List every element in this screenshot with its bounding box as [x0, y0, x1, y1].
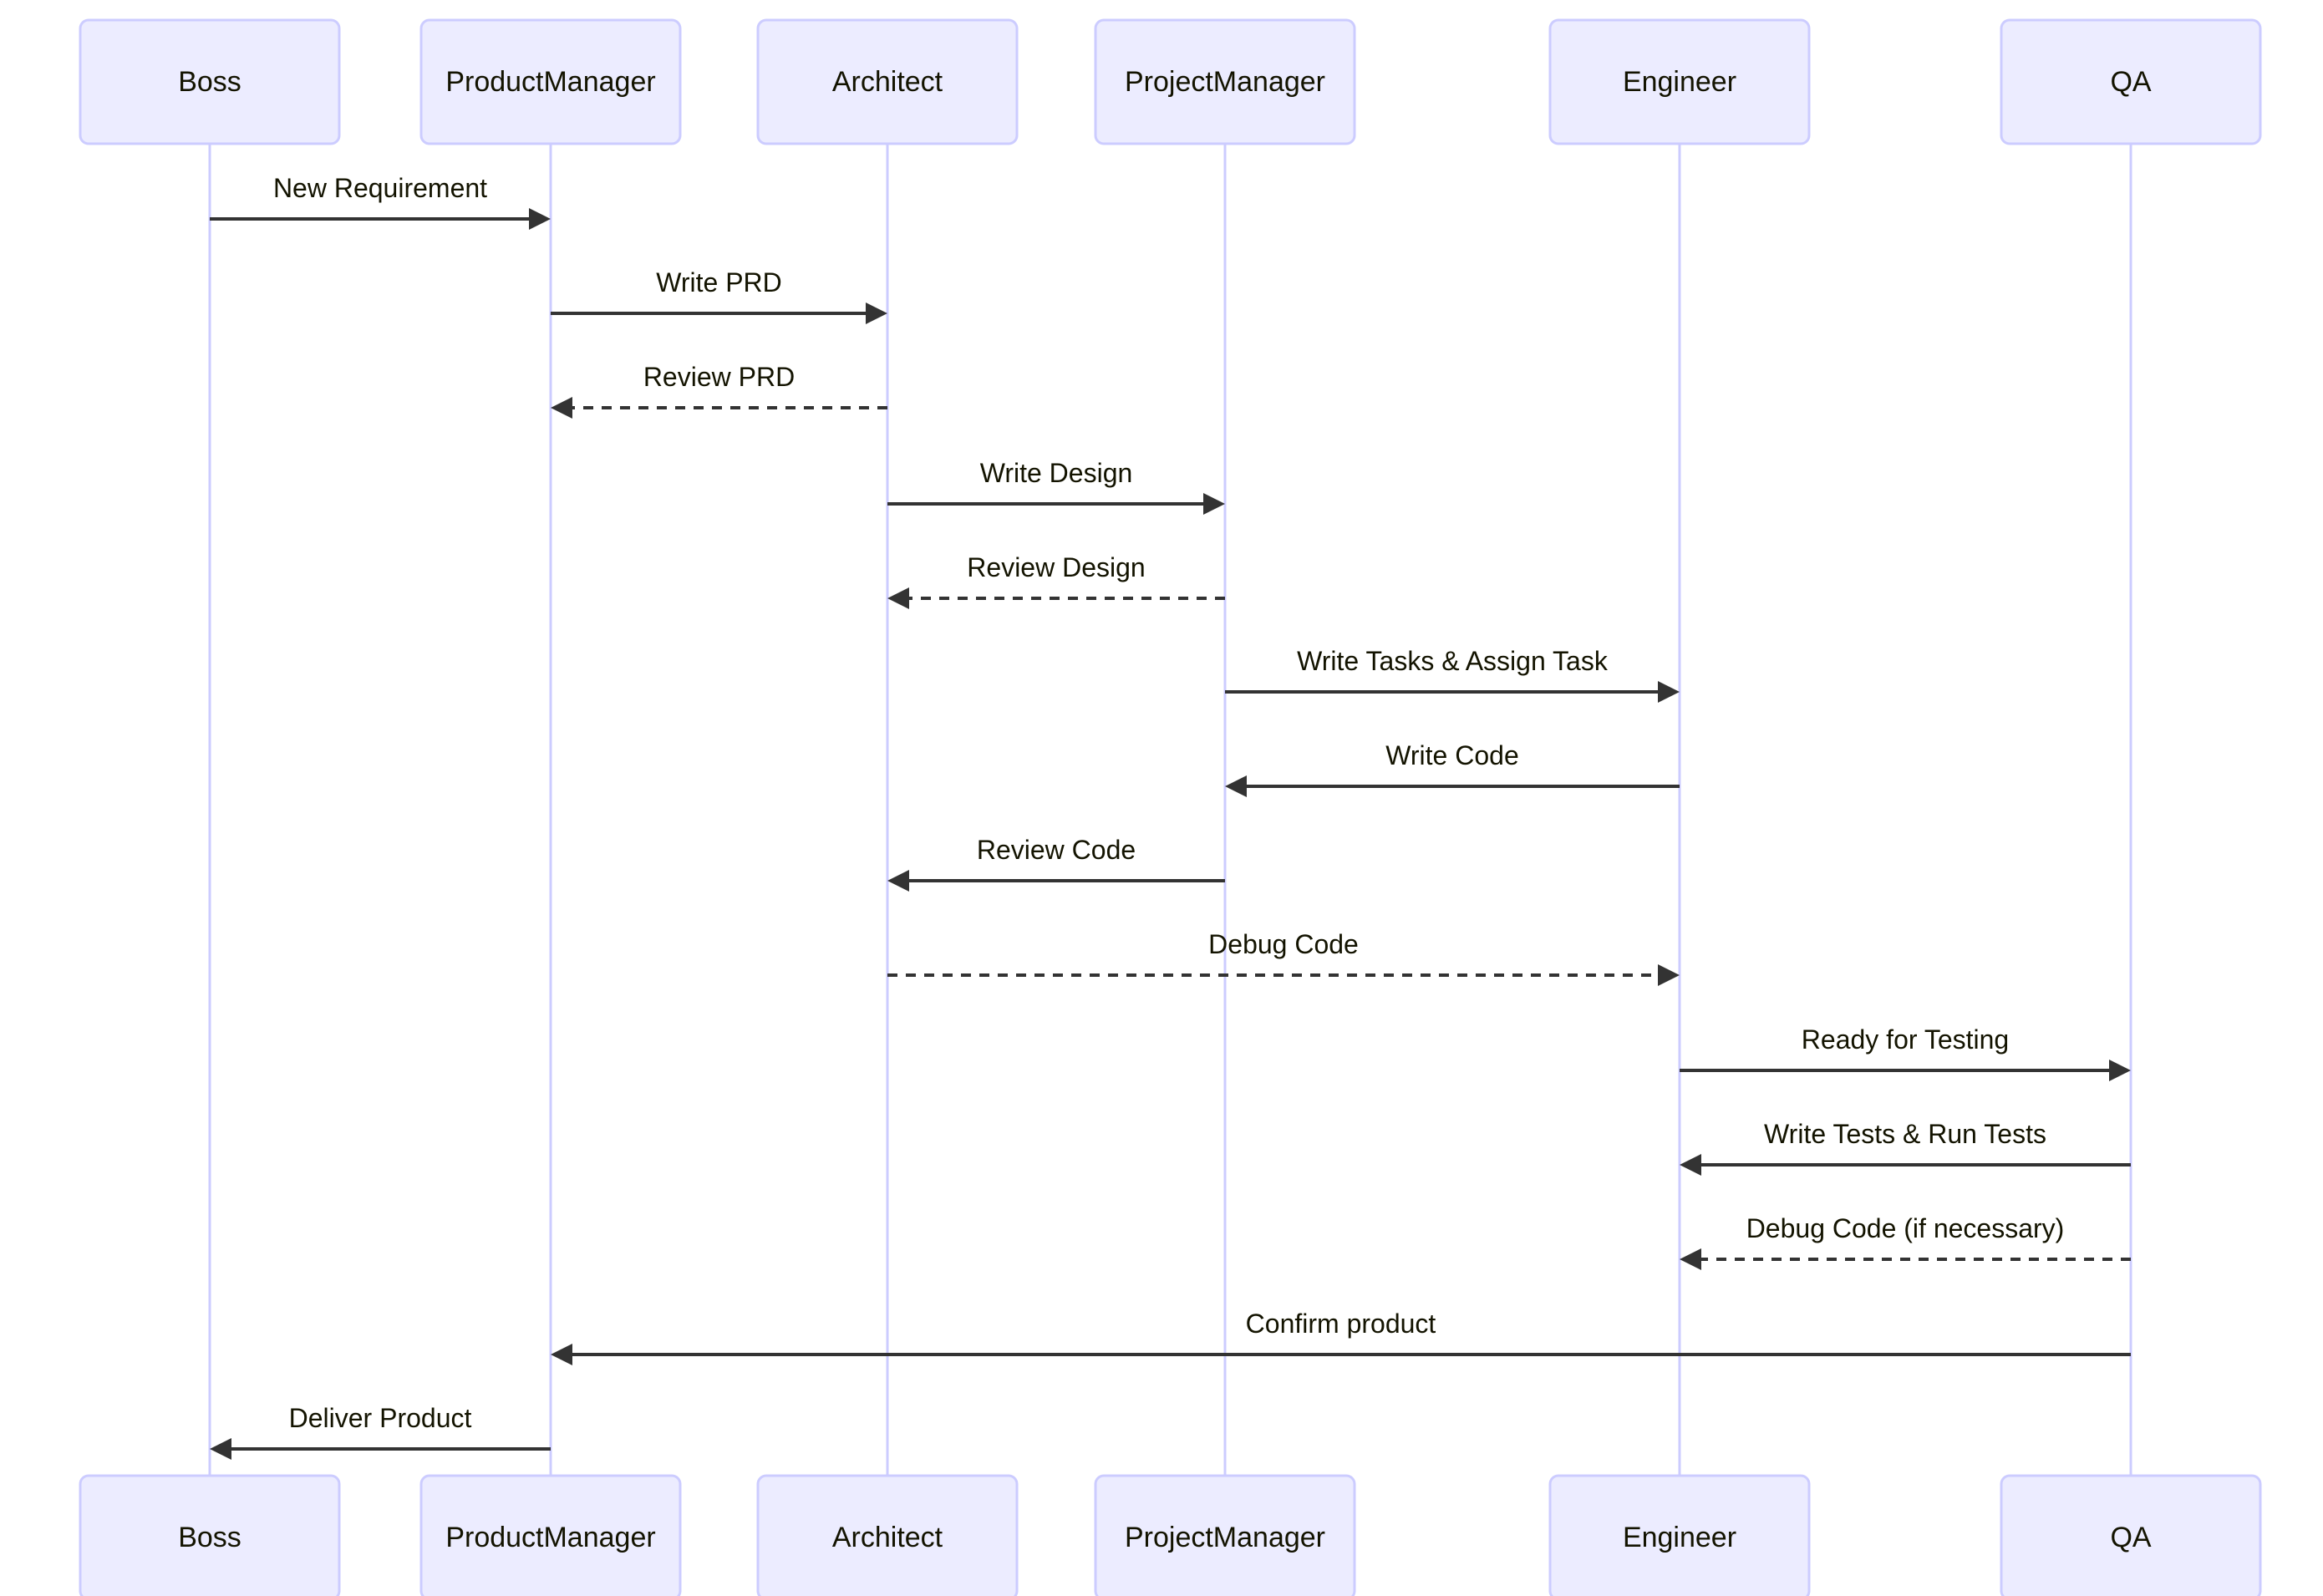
message-10-ready-for-testing[interactable]: Ready for Testing: [1680, 1024, 2131, 1081]
message-13-confirm-product[interactable]: Confirm product: [551, 1309, 2131, 1365]
actor-label-projectmanager: ProjectManager: [1125, 1522, 1325, 1553]
message-6-write-tasks-assign-task[interactable]: Write Tasks & Assign Task: [1225, 646, 1680, 703]
actor-box-top-qa[interactable]: QA: [2000, 18, 2262, 145]
actor-box-top-boss[interactable]: Boss: [79, 18, 341, 145]
actor-box-rect: [419, 18, 682, 145]
message-11-write-tests-run-tests[interactable]: Write Tests & Run Tests: [1680, 1119, 2131, 1176]
message-arrowhead: [551, 1344, 572, 1365]
message-arrowhead: [2109, 1060, 2131, 1081]
actor-label-qa: QA: [2110, 1522, 2151, 1553]
actor-box-rect: [2000, 1474, 2262, 1596]
message-3-review-prd[interactable]: Review PRD: [551, 362, 887, 419]
message-label: Confirm product: [1246, 1309, 1436, 1339]
message-arrowhead: [1680, 1154, 1701, 1176]
actor-label-productmanager: ProductManager: [445, 1522, 655, 1553]
message-arrowhead: [551, 397, 572, 419]
actor-label-engineer: Engineer: [1623, 1522, 1736, 1553]
actor-box-bottom-productmanager[interactable]: ProductManager: [419, 1474, 682, 1596]
actor-label-architect: Architect: [832, 66, 943, 98]
actor-label-qa: QA: [2110, 66, 2151, 98]
actor-box-rect: [1094, 1474, 1356, 1596]
actor-box-rect: [756, 1474, 1019, 1596]
message-arrowhead: [1203, 493, 1225, 515]
actor-box-rect: [1548, 18, 1811, 145]
message-label: Write Design: [980, 458, 1133, 488]
message-7-write-code[interactable]: Write Code: [1225, 740, 1680, 797]
message-label: Write PRD: [656, 267, 782, 297]
actor-label-productmanager: ProductManager: [445, 66, 655, 98]
message-4-write-design[interactable]: Write Design: [887, 458, 1225, 515]
message-arrowhead: [1658, 964, 1680, 986]
message-12-debug-code-if-necessary[interactable]: Debug Code (if necessary): [1680, 1213, 2131, 1270]
message-arrowhead: [1658, 681, 1680, 703]
message-arrowhead: [529, 208, 551, 230]
message-arrowhead: [1680, 1248, 1701, 1270]
message-arrowhead: [887, 587, 909, 609]
actor-box-rect: [1094, 18, 1356, 145]
actor-box-bottom-boss[interactable]: Boss: [79, 1474, 341, 1596]
actor-box-bottom-projectmanager[interactable]: ProjectManager: [1094, 1474, 1356, 1596]
actor-label-engineer: Engineer: [1623, 66, 1736, 98]
message-arrowhead: [866, 302, 887, 324]
actors-top-layer: Boss ProductManager Architect ProjectManage…: [79, 18, 2262, 145]
message-label: Write Code: [1385, 740, 1518, 770]
message-label: Debug Code: [1208, 929, 1359, 959]
actor-label-projectmanager: ProjectManager: [1125, 66, 1325, 98]
message-2-write-prd[interactable]: Write PRD: [551, 267, 887, 324]
message-arrowhead: [887, 870, 909, 892]
message-label: Debug Code (if necessary): [1746, 1213, 2065, 1243]
message-label: Review PRD: [643, 362, 795, 392]
actor-box-rect: [756, 18, 1019, 145]
actor-box-bottom-architect[interactable]: Architect: [756, 1474, 1019, 1596]
actors-bottom-layer: Boss ProductManager Architect ProjectManage…: [79, 1474, 2262, 1596]
message-label: Write Tasks & Assign Task: [1297, 646, 1609, 676]
message-5-review-design[interactable]: Review Design: [887, 552, 1225, 609]
actor-box-top-productmanager[interactable]: ProductManager: [419, 18, 682, 145]
actor-box-rect: [2000, 18, 2262, 145]
actor-box-top-projectmanager[interactable]: ProjectManager: [1094, 18, 1356, 145]
lifelines-layer: [208, 144, 2132, 1476]
message-label: Review Design: [967, 552, 1145, 582]
message-arrowhead: [210, 1438, 231, 1460]
message-label: Ready for Testing: [1802, 1024, 2009, 1055]
actor-box-rect: [79, 1474, 341, 1596]
actor-box-top-engineer[interactable]: Engineer: [1548, 18, 1811, 145]
message-label: Write Tests & Run Tests: [1764, 1119, 2046, 1149]
actor-label-boss: Boss: [178, 66, 241, 98]
message-label: Review Code: [977, 835, 1136, 865]
message-label: Deliver Product: [289, 1403, 472, 1433]
message-8-review-code[interactable]: Review Code: [887, 835, 1225, 892]
actor-label-boss: Boss: [178, 1522, 241, 1553]
actor-box-rect: [419, 1474, 682, 1596]
message-9-debug-code[interactable]: Debug Code: [887, 929, 1680, 986]
message-1-new-requirement[interactable]: New Requirement: [210, 173, 551, 230]
actor-box-bottom-qa[interactable]: QA: [2000, 1474, 2262, 1596]
actor-box-bottom-engineer[interactable]: Engineer: [1548, 1474, 1811, 1596]
actor-box-top-architect[interactable]: Architect: [756, 18, 1019, 145]
message-label: New Requirement: [273, 173, 487, 203]
message-arrowhead: [1225, 775, 1247, 797]
actor-box-rect: [1548, 1474, 1811, 1596]
actor-label-architect: Architect: [832, 1522, 943, 1553]
actor-box-rect: [79, 18, 341, 145]
message-14-deliver-product[interactable]: Deliver Product: [210, 1403, 551, 1460]
